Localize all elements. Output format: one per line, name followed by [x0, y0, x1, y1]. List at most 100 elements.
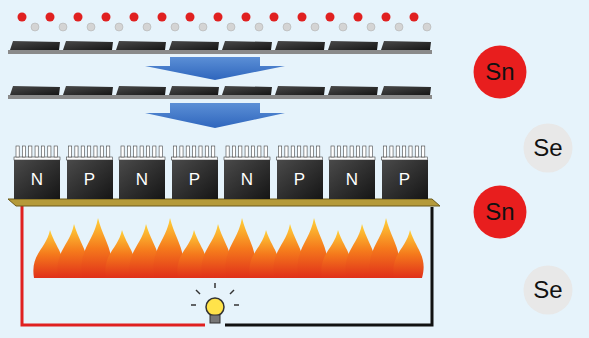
fin — [186, 146, 189, 157]
sn-atom — [46, 13, 55, 22]
sn-atom — [298, 13, 307, 22]
block-body — [119, 160, 165, 199]
element-symbol: Se — [533, 276, 562, 304]
fin — [337, 146, 340, 157]
film-tile — [169, 86, 219, 95]
film-tile — [63, 86, 113, 95]
black-wire — [225, 207, 432, 325]
flames — [33, 218, 423, 278]
se-atom — [311, 23, 319, 31]
fin — [153, 146, 156, 157]
red-wire — [22, 203, 205, 325]
fin — [69, 146, 72, 157]
fin — [422, 146, 425, 157]
fin — [369, 146, 372, 157]
fin-base — [119, 157, 165, 160]
se-atom — [395, 23, 403, 31]
atom-row — [18, 13, 432, 32]
fin — [121, 146, 124, 157]
film-tile — [275, 86, 325, 95]
film-tile — [116, 86, 166, 95]
fin — [298, 146, 301, 157]
fin — [317, 146, 320, 157]
fin — [205, 146, 208, 157]
fin — [415, 146, 418, 157]
fin — [140, 146, 143, 157]
element-symbol: Sn — [485, 198, 514, 226]
fin — [350, 146, 353, 157]
fin — [94, 146, 97, 157]
fin — [54, 146, 57, 157]
leg-type: P — [84, 170, 95, 190]
fin — [291, 146, 294, 157]
atom-circle: Se — [523, 265, 573, 315]
flame — [393, 230, 423, 278]
film-tile — [169, 41, 219, 50]
fin — [226, 146, 229, 157]
leg-type: N — [31, 170, 43, 190]
atom-disc — [474, 46, 527, 99]
film-tile — [222, 41, 272, 50]
block-body — [67, 160, 113, 199]
film-tile — [328, 41, 378, 50]
film-tile — [10, 41, 60, 50]
se-atom — [283, 23, 291, 31]
fin — [199, 146, 202, 157]
fin — [81, 146, 84, 157]
se-atom — [171, 23, 179, 31]
fin — [239, 146, 242, 157]
leg-block: P — [172, 160, 218, 199]
film-tile — [63, 41, 113, 50]
leg-block: P — [382, 160, 428, 199]
fin-base — [14, 157, 60, 160]
fin — [356, 146, 359, 157]
fin — [48, 146, 51, 157]
film-tiles — [10, 86, 431, 95]
block-body — [14, 160, 60, 199]
process-arrow — [145, 57, 285, 80]
block-body — [277, 160, 323, 199]
fin — [245, 146, 248, 157]
atom-circle: Se — [523, 123, 573, 173]
leg-type: P — [399, 170, 410, 190]
fin — [88, 146, 91, 157]
se-atom — [255, 23, 263, 31]
leg-block: N — [14, 160, 60, 199]
sn-atom — [158, 13, 167, 22]
atom-circle: Sn — [473, 185, 527, 239]
element-symbol: Sn — [485, 58, 514, 86]
sn-atom — [410, 13, 419, 22]
module-board — [8, 199, 440, 206]
atom-disc — [524, 124, 573, 173]
fin — [75, 146, 78, 157]
fin — [363, 146, 366, 157]
fin — [146, 146, 149, 157]
sn-atom — [186, 13, 195, 22]
fin — [258, 146, 261, 157]
sn-atom — [18, 13, 27, 22]
block-body — [224, 160, 270, 199]
block-body — [329, 160, 375, 199]
fin — [403, 146, 406, 157]
leg-type: N — [241, 170, 253, 190]
sn-atom — [354, 13, 363, 22]
block-body — [172, 160, 218, 199]
fin — [390, 146, 393, 157]
se-atom — [367, 23, 375, 31]
fin — [134, 146, 137, 157]
light-bulb — [191, 283, 239, 323]
sn-atom — [214, 13, 223, 22]
fin — [100, 146, 103, 157]
leg-block: N — [119, 160, 165, 199]
film-tile — [381, 86, 431, 95]
se-atom — [59, 23, 67, 31]
se-atom — [115, 23, 123, 31]
fin — [180, 146, 183, 157]
fin — [212, 146, 215, 157]
fin — [16, 146, 19, 157]
element-symbol: Se — [533, 134, 562, 162]
fin-base — [382, 157, 428, 160]
fin — [41, 146, 44, 157]
se-atom — [143, 23, 151, 31]
fin — [409, 146, 412, 157]
